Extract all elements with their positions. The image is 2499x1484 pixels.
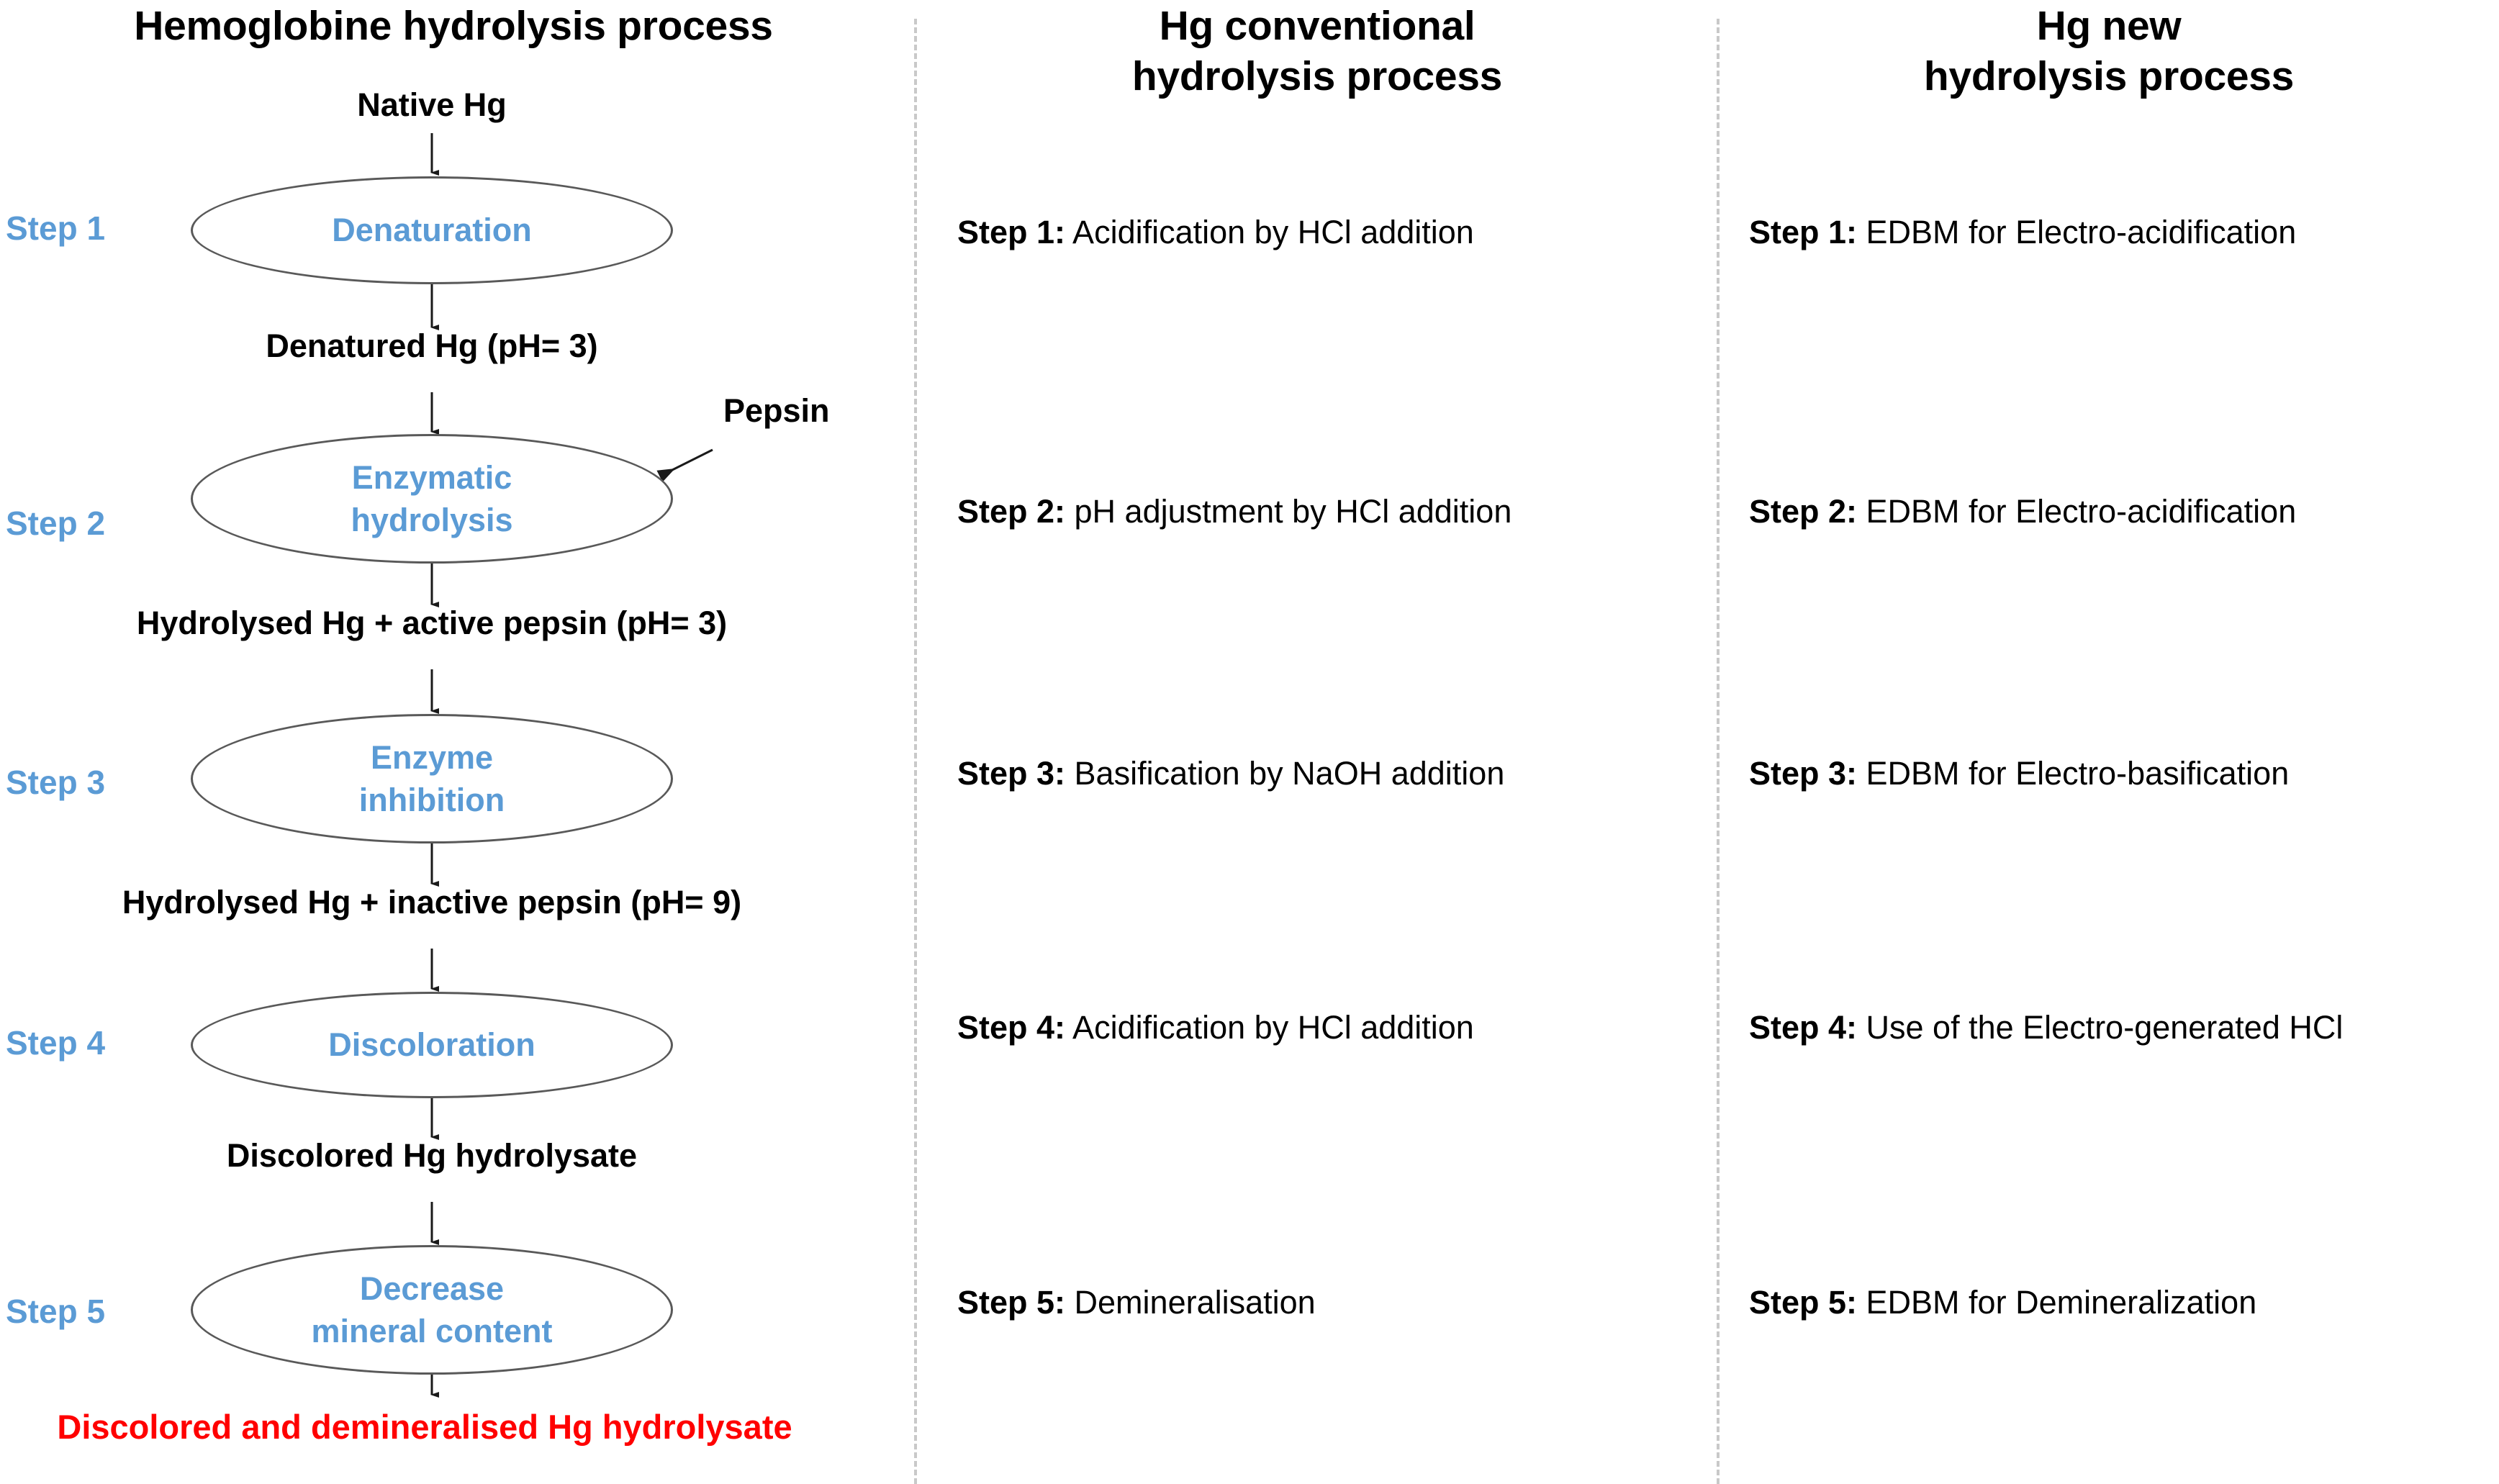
column-divider-right	[1717, 19, 1720, 1484]
new-step-1-lead: Step 1:	[1749, 214, 1858, 250]
new-step-5-lead: Step 5:	[1749, 1284, 1858, 1321]
flow-final-product-label: Discolored and demineralised Hg hydrolys…	[57, 1408, 792, 1446]
middle-column-title-line2: hydrolysis process	[1131, 53, 1503, 99]
conventional-step-3-lead: Step 3:	[957, 755, 1066, 792]
step-tag-1: Step 1	[6, 209, 106, 247]
flow-node-enzyme-inhibition-line2: inhibition	[358, 782, 505, 818]
flow-node-enzyme-inhibition[interactable]: Enzyme inhibition	[191, 714, 673, 843]
step-tag-5: Step 5	[6, 1293, 106, 1330]
conventional-step-1: Step 1: Acidification by HCl addition	[957, 216, 1474, 248]
new-step-1-body: EDBM for Electro-acidification	[1857, 214, 2297, 250]
new-step-2: Step 2: EDBM for Electro-acidification	[1749, 495, 2296, 528]
flow-intermediate-hydrolysed-active: Hydrolysed Hg + active pepsin (pH= 3)	[136, 605, 728, 641]
flow-node-enzymatic-hydrolysis[interactable]: Enzymatic hydrolysis	[191, 434, 673, 564]
step-tag-4: Step 4	[6, 1024, 106, 1062]
flow-node-denaturation[interactable]: Denaturation	[191, 176, 673, 284]
new-step-4-body: Use of the Electro-generated HCl	[1857, 1009, 2344, 1046]
new-step-3-lead: Step 3:	[1749, 755, 1858, 792]
new-step-2-lead: Step 2:	[1749, 493, 1858, 530]
conventional-step-2-lead: Step 2:	[957, 493, 1066, 530]
right-column-title: Hg new hydrolysis process	[1727, 1, 2490, 101]
flow-node-discoloration-label: Discoloration	[328, 1023, 536, 1066]
step-tag-2: Step 2	[6, 505, 106, 542]
pepsin-annotation-label: Pepsin	[723, 392, 830, 429]
new-step-1: Step 1: EDBM for Electro-acidification	[1749, 216, 2296, 248]
right-column-title-line2: hydrolysis process	[1923, 53, 2295, 99]
flow-node-discoloration[interactable]: Discoloration	[191, 992, 673, 1098]
conventional-step-5-lead: Step 5:	[957, 1284, 1066, 1321]
middle-column-title-line1: Hg conventional	[1159, 3, 1476, 49]
conventional-step-5-body: Demineralisation	[1065, 1284, 1316, 1321]
flow-start-label: Native Hg	[357, 86, 507, 123]
conventional-step-4-body: Acidification by HCl addition	[1065, 1009, 1474, 1046]
flow-node-enzyme-inhibition-line1: Enzyme	[370, 738, 494, 776]
conventional-step-3-body: Basification by NaOH addition	[1065, 755, 1505, 792]
right-column-title-line1: Hg new	[2036, 3, 2182, 49]
new-step-5-body: EDBM for Demineralization	[1857, 1284, 2257, 1321]
flow-intermediate-hydrolysed-inactive: Hydrolysed Hg + inactive pepsin (pH= 9)	[122, 884, 742, 920]
conventional-step-2: Step 2: pH adjustment by HCl addition	[957, 495, 1511, 528]
step-tag-3: Step 3	[6, 764, 106, 801]
flow-node-decrease-mineral-content-line2: mineral content	[311, 1313, 553, 1349]
conventional-step-5: Step 5: Demineralisation	[957, 1286, 1316, 1318]
arrow-pepsin-to-enzymatic	[656, 448, 713, 482]
left-column-title: Hemoglobine hydrolysis process	[134, 3, 773, 49]
new-step-3-body: EDBM for Electro-basification	[1857, 755, 2290, 792]
conventional-step-3: Step 3: Basification by NaOH addition	[957, 757, 1504, 789]
flow-node-decrease-mineral-content-label: Decrease mineral content	[311, 1267, 552, 1353]
flow-node-enzymatic-hydrolysis-label: Enzymatic hydrolysis	[351, 456, 512, 542]
flow-node-denaturation-label: Denaturation	[332, 209, 532, 251]
flow-node-denaturation-line1: Denaturation	[332, 212, 532, 249]
flow-intermediate-denatured-hg: Denatured Hg (pH= 3)	[266, 327, 598, 364]
conventional-step-4-lead: Step 4:	[957, 1009, 1066, 1046]
flow-node-discoloration-line1: Discoloration	[328, 1026, 536, 1064]
conventional-step-1-body: Acidification by HCl addition	[1065, 214, 1474, 250]
hemoglobin-flowchart: Native Hg Step 1 Denaturation Denatured …	[0, 0, 910, 1484]
column-divider-left	[914, 19, 917, 1484]
conventional-step-2-body: pH adjustment by HCl addition	[1065, 493, 1512, 530]
new-step-5: Step 5: EDBM for Demineralization	[1749, 1286, 2256, 1318]
flow-node-enzymatic-hydrolysis-line1: Enzymatic	[351, 458, 512, 496]
flow-node-enzyme-inhibition-label: Enzyme inhibition	[359, 736, 505, 822]
new-step-4-lead: Step 4:	[1749, 1009, 1858, 1046]
middle-column-title: Hg conventional hydrolysis process	[936, 1, 1699, 101]
flow-node-enzymatic-hydrolysis-line2: hydrolysis	[351, 502, 513, 538]
flow-node-decrease-mineral-content-line1: Decrease	[359, 1270, 505, 1307]
conventional-step-4: Step 4: Acidification by HCl addition	[957, 1011, 1474, 1044]
new-step-3: Step 3: EDBM for Electro-basification	[1749, 757, 2289, 789]
flow-node-decrease-mineral-content[interactable]: Decrease mineral content	[191, 1245, 673, 1375]
conventional-step-1-lead: Step 1:	[957, 214, 1066, 250]
new-step-4: Step 4: Use of the Electro-generated HCl	[1749, 1011, 2343, 1044]
flow-intermediate-discolored-hydrolysate: Discolored Hg hydrolysate	[226, 1137, 638, 1174]
new-step-2-body: EDBM for Electro-acidification	[1857, 493, 2297, 530]
